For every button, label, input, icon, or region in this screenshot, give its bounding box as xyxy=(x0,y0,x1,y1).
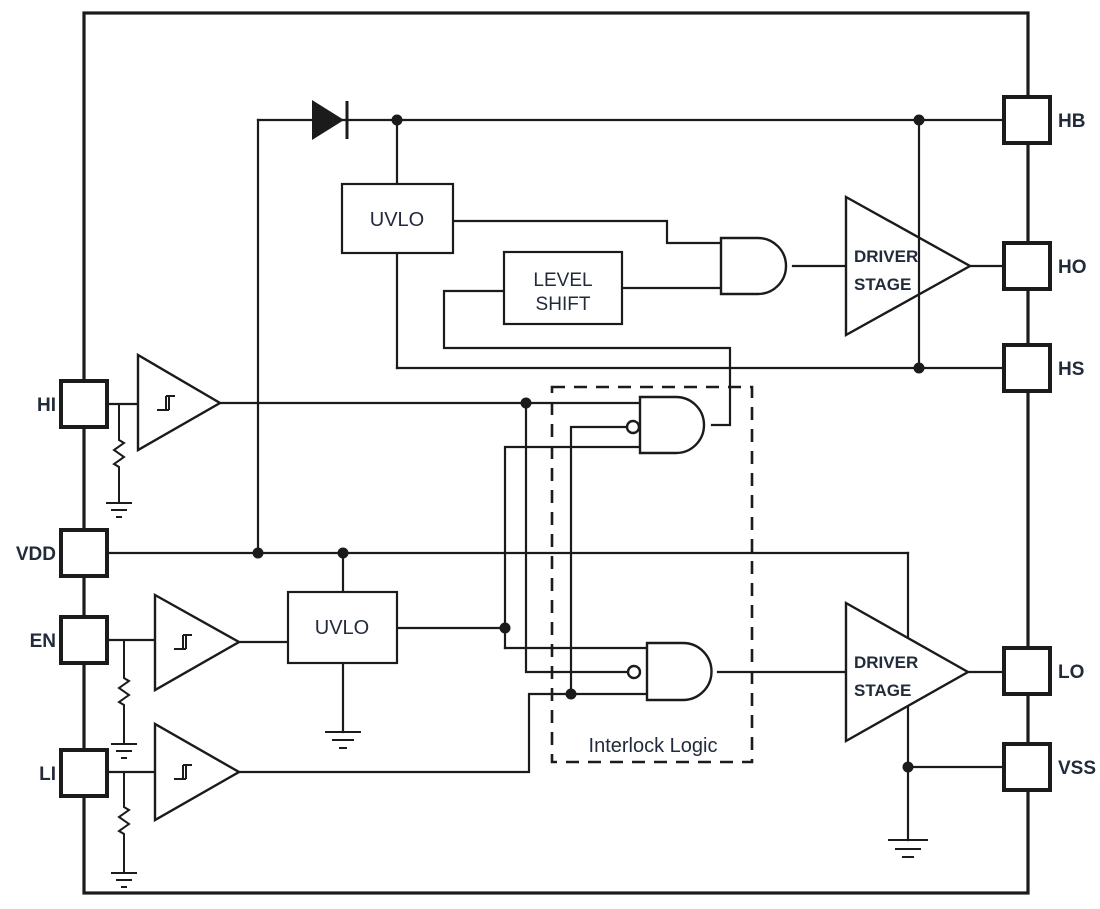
ground-symbols xyxy=(106,502,928,888)
nand-gate-low-side xyxy=(626,641,713,702)
pin-pad xyxy=(1002,95,1052,145)
interlock-logic-box xyxy=(550,385,754,764)
bootstrap-diode-icon xyxy=(312,100,349,140)
pin-vss: VSS xyxy=(1002,742,1096,792)
schmitt-triangle xyxy=(153,721,242,823)
uvlo-high-box xyxy=(340,182,455,255)
wire-li-signal xyxy=(237,692,649,774)
driver-high-triangle xyxy=(844,194,973,338)
pin-pad xyxy=(1002,343,1052,393)
level-shift-label-2: SHIFT xyxy=(536,294,591,315)
junction-dots xyxy=(252,114,925,773)
hysteresis-icon xyxy=(174,764,192,780)
driver-high-label-1: DRIVER xyxy=(854,247,918,266)
junction-dot xyxy=(565,688,577,700)
inverter-bubble-icon xyxy=(625,419,641,435)
and-gate-high-side xyxy=(719,236,788,296)
schmitt-trigger-hi xyxy=(136,352,223,453)
ground-icon-driver-low xyxy=(888,839,928,858)
and-gate-body xyxy=(719,236,788,296)
junction-dot xyxy=(499,622,511,634)
wire-enable-to-nand-high xyxy=(503,445,642,650)
pin-label: EN xyxy=(30,631,56,652)
wire-nand-high-to-levelshift xyxy=(442,289,732,427)
level-shift-box xyxy=(502,250,624,326)
interlock-logic-label: Interlock Logic xyxy=(589,735,718,757)
wire-li-crosscouple xyxy=(569,425,629,696)
hysteresis-icon xyxy=(174,634,192,650)
ground-icon-en xyxy=(111,743,137,759)
junction-dot xyxy=(902,761,914,773)
pin-en: EN xyxy=(30,615,109,665)
pin-ho: HO xyxy=(1002,241,1087,291)
driver-stage-low: DRIVER STAGE xyxy=(844,600,971,744)
diode-anode-triangle xyxy=(312,100,344,140)
pin-label: HO xyxy=(1058,257,1087,278)
ground-icon-uvlo-low xyxy=(325,731,361,749)
pin-lo: LO xyxy=(1002,646,1084,696)
pin-li: LI xyxy=(39,748,109,798)
resistor-icon-li xyxy=(117,772,131,873)
hysteresis-icon xyxy=(157,395,175,411)
ground-icon-hi xyxy=(106,502,132,518)
level-shift-label-1: LEVEL xyxy=(533,270,592,291)
pin-hi: HI xyxy=(37,379,109,429)
inverter-bubble-icon xyxy=(626,664,642,680)
pin-pad xyxy=(1002,241,1052,291)
level-shift-block: LEVEL SHIFT xyxy=(502,250,624,326)
pin-label: HS xyxy=(1058,359,1084,380)
schmitt-trigger-en xyxy=(153,592,242,693)
driver-low-triangle xyxy=(844,600,971,744)
ic-boundary xyxy=(82,11,1030,895)
pin-label: HB xyxy=(1058,111,1085,132)
pin-label: VSS xyxy=(1058,758,1096,779)
resistor-icon-hi xyxy=(112,404,126,503)
uvlo-low-box xyxy=(286,590,399,665)
uvlo-low-label: UVLO xyxy=(315,617,369,639)
junction-dot xyxy=(391,114,403,126)
pin-label: LO xyxy=(1058,662,1084,683)
wire-hi-crosscouple xyxy=(524,401,630,674)
junction-dot xyxy=(913,114,925,126)
junction-dot xyxy=(913,362,925,374)
nand-gate-high-side xyxy=(625,395,706,455)
pin-vdd: VDD xyxy=(16,528,109,578)
schmitt-triangle xyxy=(153,592,242,693)
resistor-icon-en xyxy=(117,640,131,744)
pin-label: LI xyxy=(39,764,56,785)
wire-uvlo-high-to-and xyxy=(451,219,723,245)
junction-dot xyxy=(337,547,349,559)
pin-pad xyxy=(59,748,109,798)
gate-body xyxy=(645,641,713,702)
driver-high-label-2: STAGE xyxy=(854,275,911,294)
uvlo-low-block: UVLO xyxy=(286,590,399,665)
schmitt-trigger-li xyxy=(153,721,242,823)
uvlo-high-block: UVLO xyxy=(340,182,455,255)
pin-pad xyxy=(1002,742,1052,792)
pin-pad xyxy=(1002,646,1052,696)
ground-icon-li xyxy=(111,872,137,888)
pin-pad xyxy=(59,379,109,429)
driver-low-label-2: STAGE xyxy=(854,681,911,700)
gate-body xyxy=(638,395,706,455)
pin-hs: HS xyxy=(1002,343,1084,393)
schmitt-triangle xyxy=(136,352,223,453)
pin-pad xyxy=(59,528,109,578)
pin-pad xyxy=(59,615,109,665)
pin-label: VDD xyxy=(16,544,56,565)
uvlo-high-label: UVLO xyxy=(370,209,424,231)
junction-dot xyxy=(520,397,532,409)
driver-low-label-1: DRIVER xyxy=(854,653,918,672)
pin-hb: HB xyxy=(1002,95,1085,145)
junction-dot xyxy=(252,547,264,559)
driver-stage-high: DRIVER STAGE xyxy=(844,194,973,338)
pin-label: HI xyxy=(37,395,56,416)
